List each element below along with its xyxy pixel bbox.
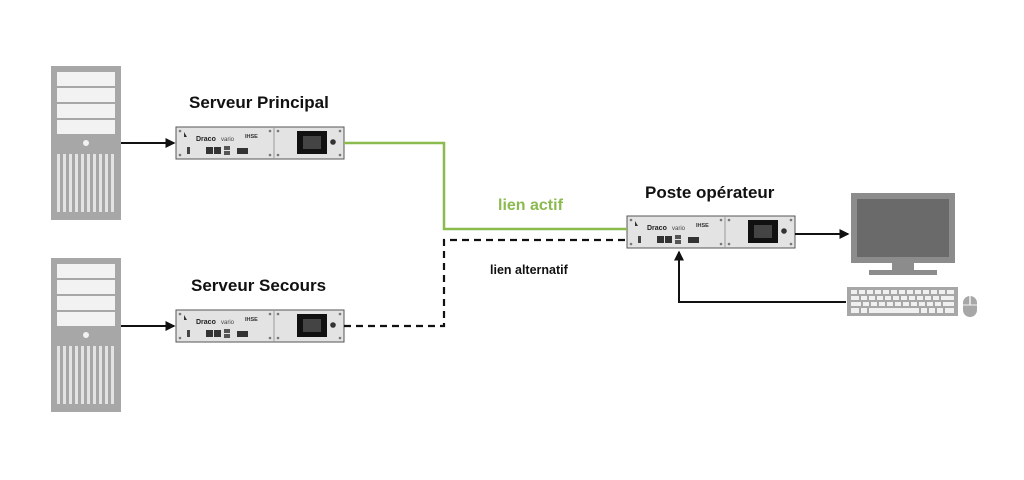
- primary-kvm-extender: Draco vario IHSE: [175, 126, 345, 160]
- device-model-label: vario: [672, 226, 686, 232]
- device-maker-label: IHSE: [245, 317, 258, 323]
- alternate-link-line: [344, 238, 627, 328]
- operator-kvm-extender: Draco vario IHSE: [626, 215, 796, 249]
- primary-server-tower: [51, 66, 121, 220]
- monitor-icon: [851, 193, 955, 275]
- backup-server-label: Serveur Secours: [191, 276, 327, 295]
- primary-server-label: Serveur Principal: [189, 93, 329, 112]
- mouse-icon: [963, 296, 977, 317]
- active-link-line: [344, 141, 627, 231]
- device-maker-label: IHSE: [245, 134, 258, 140]
- keyboard-arrow: [674, 250, 846, 303]
- device-maker-label: IHSE: [696, 223, 709, 229]
- device-model-label: vario: [221, 137, 235, 143]
- device-brand-label: Draco: [647, 225, 667, 232]
- active-link-label: lien actif: [498, 197, 563, 214]
- operator-station-label: Poste opérateur: [645, 183, 775, 202]
- backup-kvm-extender: Draco vario IHSE: [175, 309, 345, 343]
- alternate-link-label: lien alternatif: [490, 263, 568, 277]
- keyboard-icon: [847, 287, 958, 316]
- device-brand-label: Draco: [196, 136, 216, 143]
- device-model-label: vario: [221, 320, 235, 326]
- backup-server-tower: [51, 258, 121, 412]
- device-brand-label: Draco: [196, 319, 216, 326]
